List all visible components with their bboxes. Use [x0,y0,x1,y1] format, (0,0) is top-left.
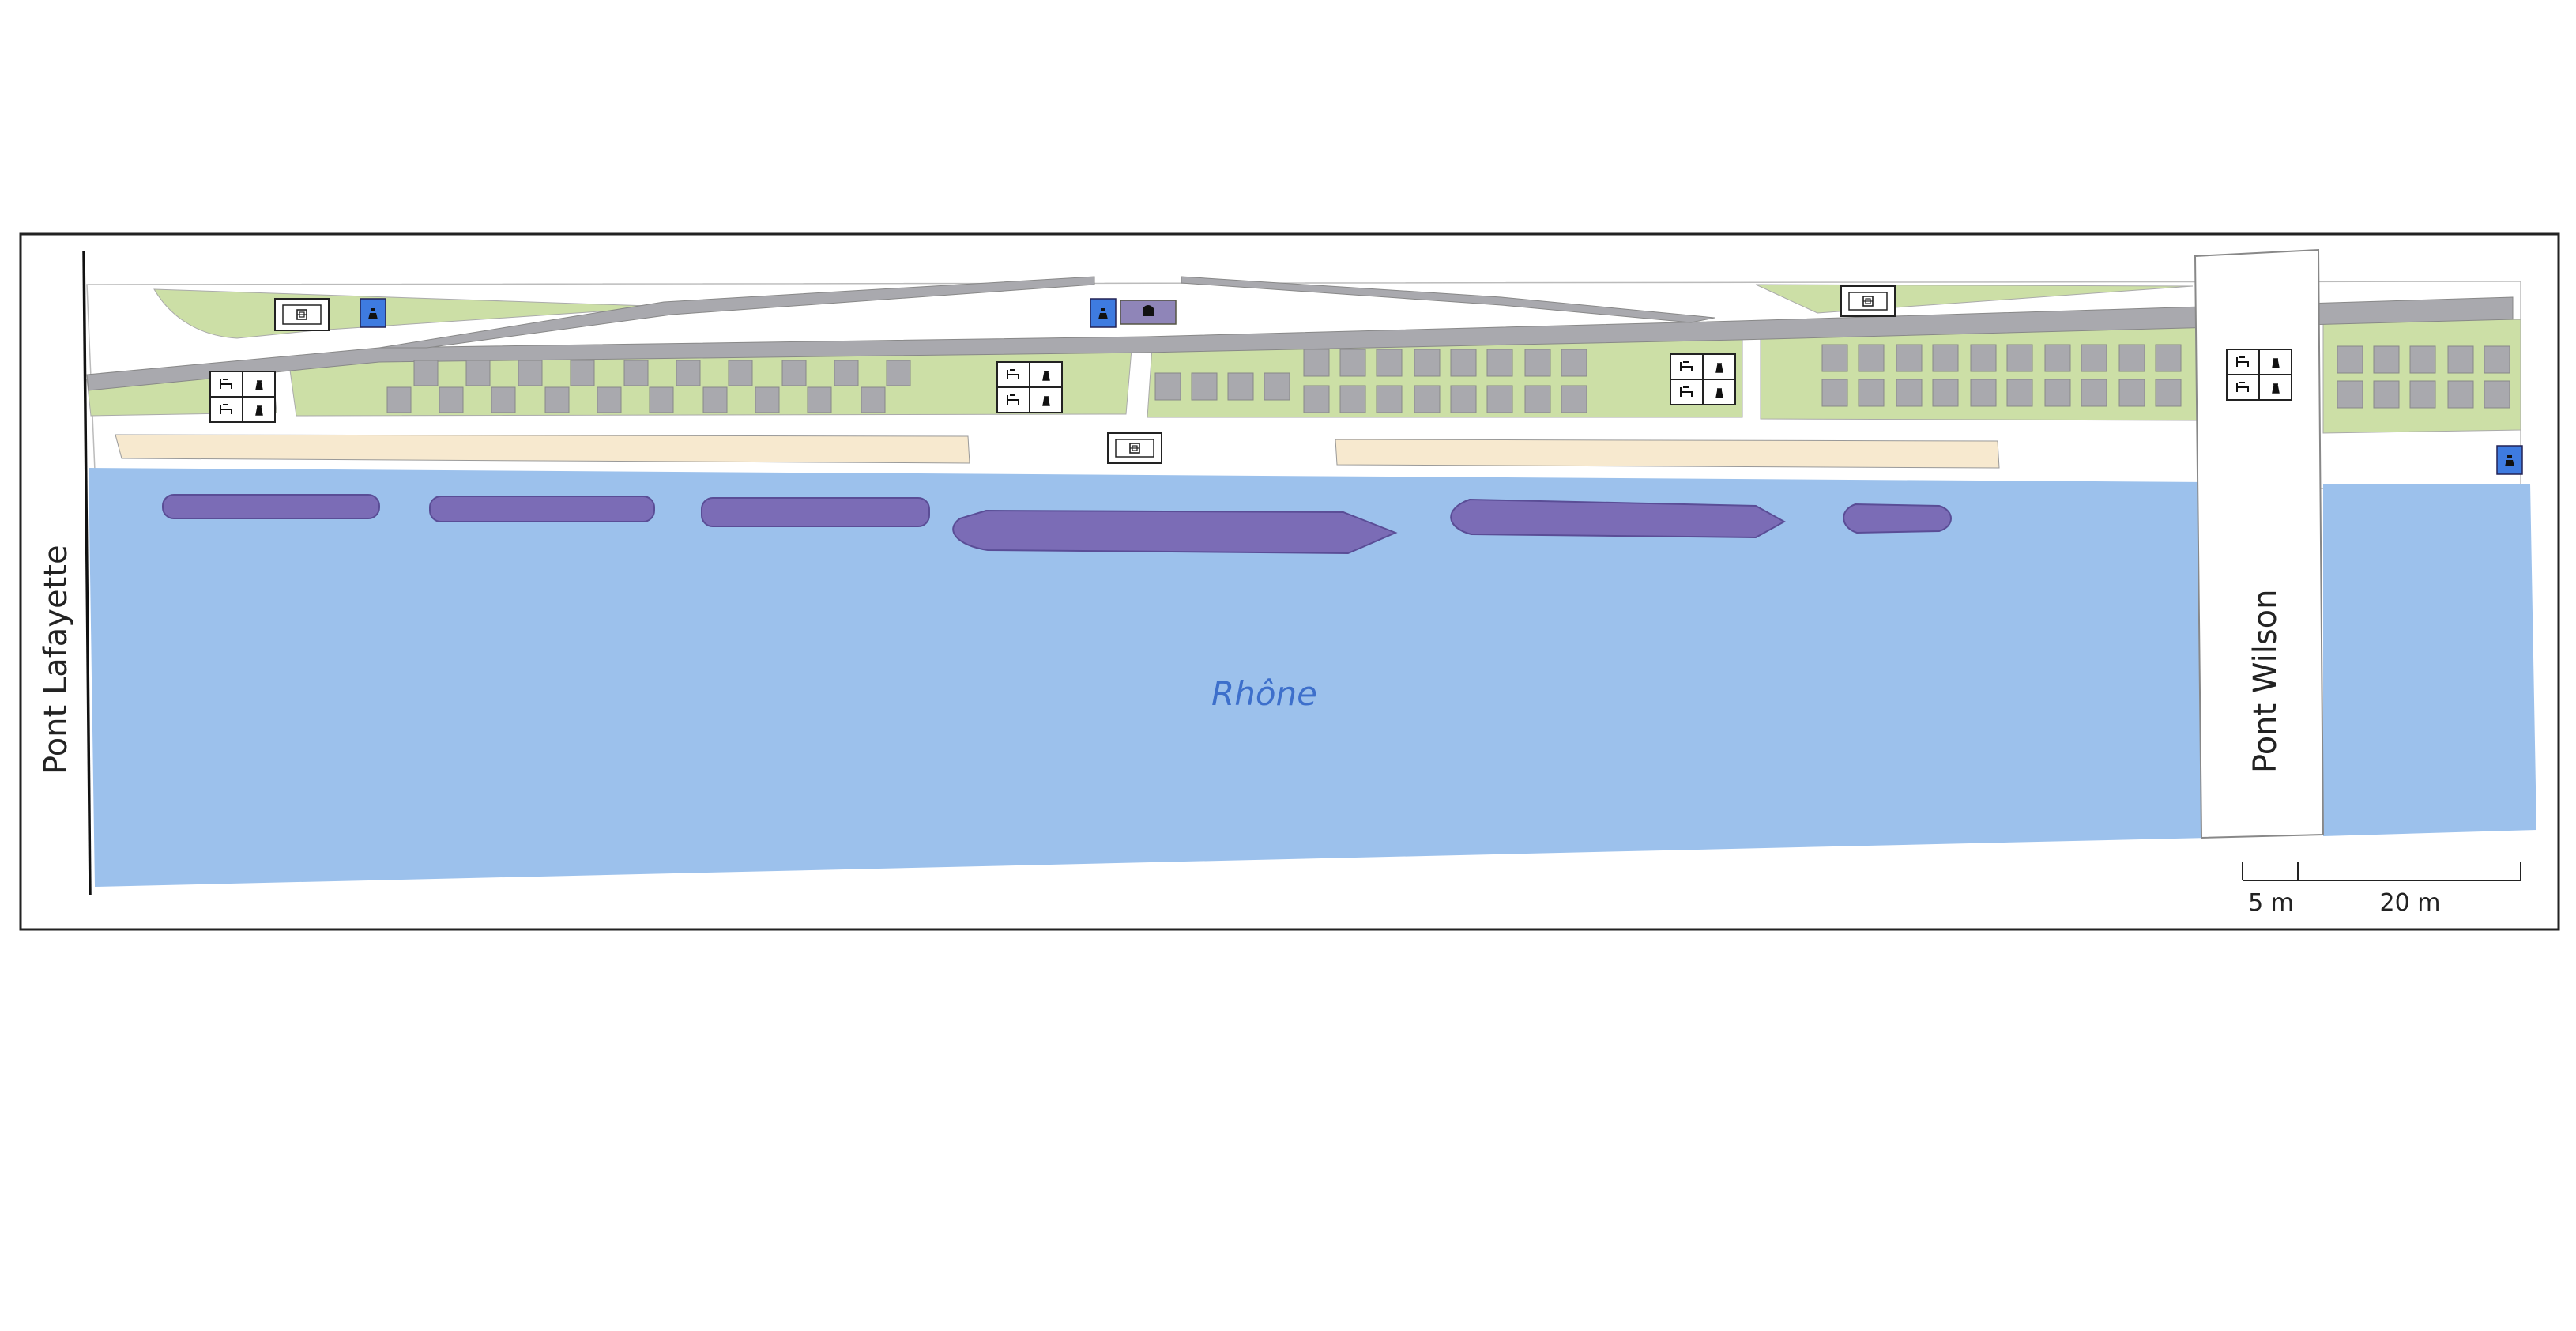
toilet-icon [1098,308,1108,319]
trash-bin-icon [255,405,263,416]
ramp-left [378,276,1095,349]
promenade-path [86,296,2514,391]
boat-1 [162,494,380,519]
trash-bin-icon [1042,371,1050,381]
paving-tiles-2 [1154,349,1587,413]
kiosk [1120,300,1177,325]
trash-bin-icon [2272,358,2280,368]
bench-group-3 [1670,353,1736,405]
trash-bin-icon [2272,383,2280,394]
toilet-icon [368,308,378,319]
scale-label-20m: 20 m [2380,889,2441,917]
trash-bin-icon [1715,388,1723,398]
label-pont-wilson: Pont Wilson [2247,590,2284,773]
scale-label-5m: 5 m [2248,889,2294,917]
lawn-7 [2322,319,2521,434]
bench-group-1 [209,371,276,423]
bench-group-2 [996,361,1063,413]
label-pont-lafayette: Pont Lafayette [38,545,74,775]
bridge-lafayette-edge [82,251,92,896]
toilet-marker-3 [2496,445,2523,475]
toilet-marker-1 [360,298,386,328]
label-river: Rhône [1211,674,1317,713]
boats [162,494,1952,555]
river-water [89,468,2209,887]
boat-3 [701,497,930,527]
boat-5 [1450,498,1787,539]
bench-group-4 [2226,349,2292,401]
trash-bin-icon [1715,363,1723,373]
sand-strip-1 [115,434,970,464]
boat-6 [1843,503,1952,534]
ramp-right [1181,276,1715,323]
boat-4 [952,509,1398,555]
trash-bin-icon [1042,396,1050,406]
paving-tiles-3 [1821,344,2182,407]
sand-strip-2 [1335,439,2000,469]
toilet-marker-2 [1090,298,1117,328]
toilet-icon [2505,455,2514,466]
river-water-right [2323,484,2536,836]
picnic-table-2 [1107,432,1162,464]
trash-bin-icon [255,380,263,390]
paving-tiles-1 [386,360,911,413]
boat-2 [429,496,655,522]
paving-tiles-4 [2337,345,2510,409]
picnic-table-3 [1840,285,1896,317]
picnic-table-1 [274,298,330,331]
bbq-grill-icon [1143,305,1154,316]
scale-bar: 5 m 20 m [2242,862,2521,917]
